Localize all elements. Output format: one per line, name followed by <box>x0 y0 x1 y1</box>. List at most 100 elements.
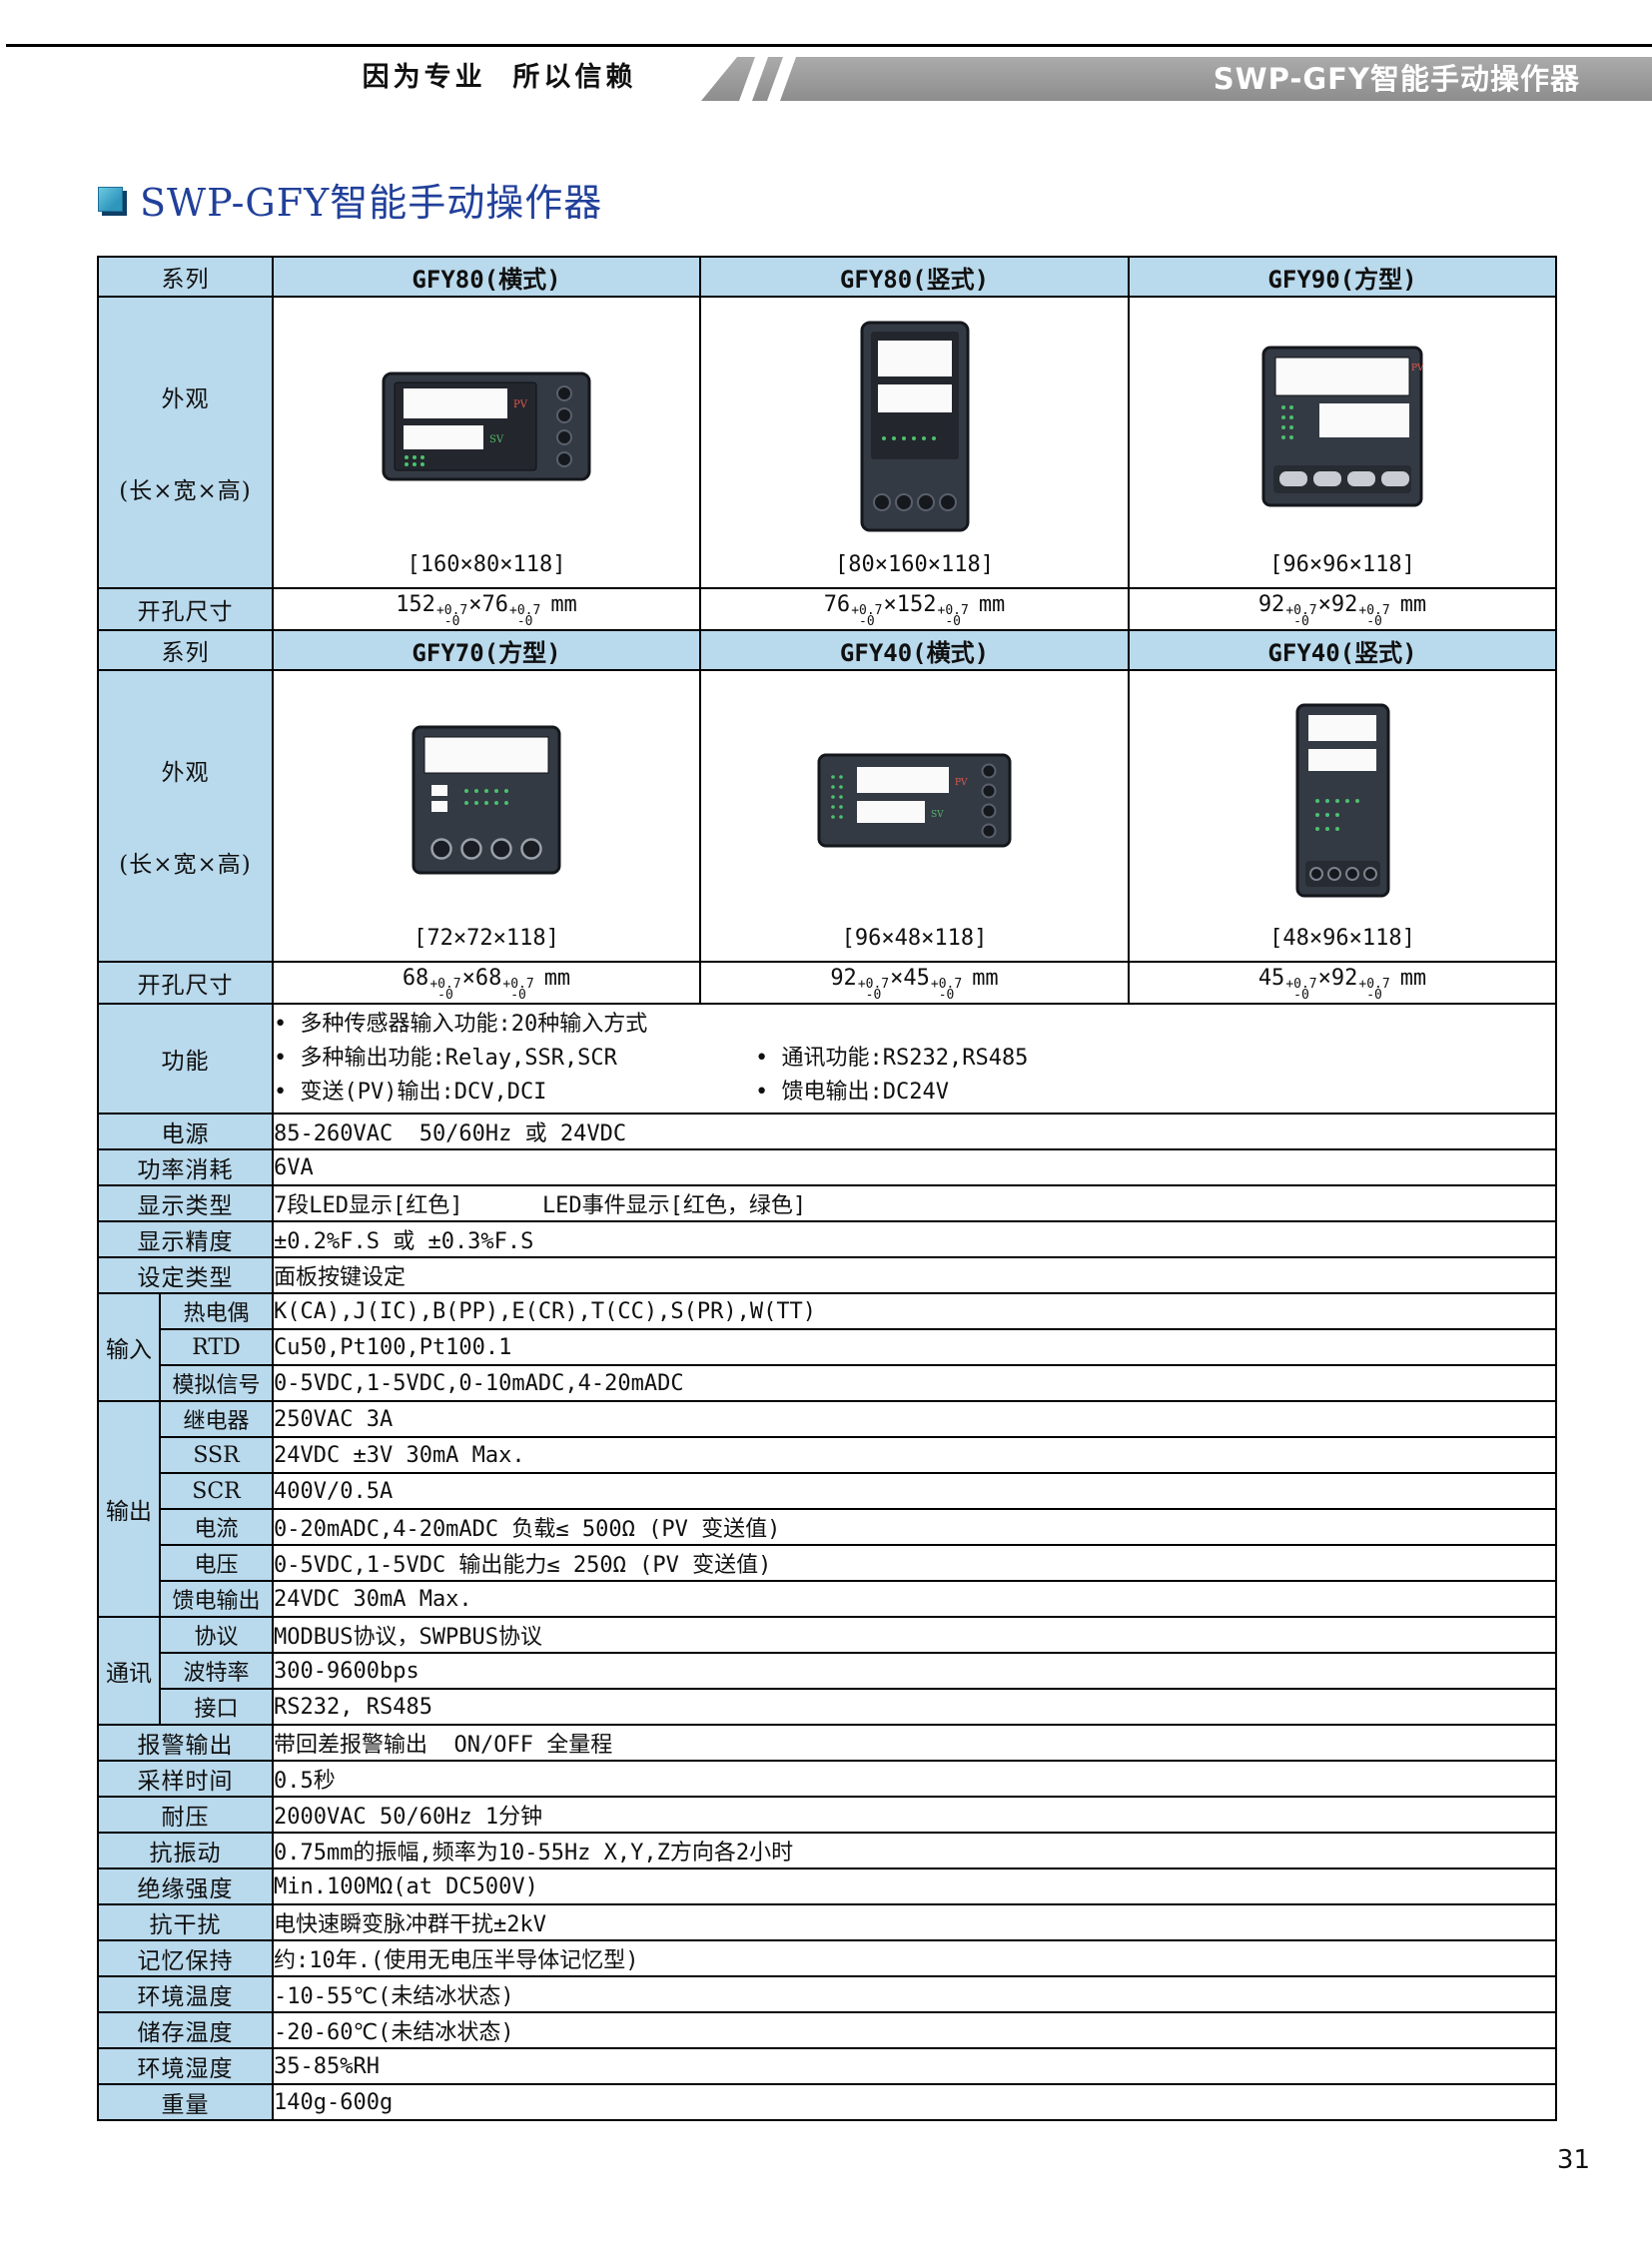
appearance-cell: [48×96×118] <box>1128 669 1557 963</box>
subrow-label: 电流 <box>159 1508 274 1546</box>
spec-label: 耐压 <box>97 1796 274 1834</box>
svg-text:PV: PV <box>955 778 968 788</box>
banner-stripe <box>765 57 798 101</box>
spec-row: 电源 85-260VAC 50/60Hz 或 24VDC <box>97 1113 1557 1150</box>
group-label-comm: 通讯 <box>97 1616 161 1726</box>
appearance-label-line1: 外观 <box>161 760 210 786</box>
group-row: SSR 24VDC ±3V 30mA Max. <box>98 1436 1557 1474</box>
feature-line: • 多种输出功能:Relay,SSR,SCR• 通讯功能:RS232,RS485 <box>274 1046 1029 1071</box>
spec-value: 面板按键设定 <box>272 1256 1557 1294</box>
spec-label: 重量 <box>97 2083 274 2121</box>
svg-text:SV: SV <box>489 434 504 445</box>
dimension-caption: [96×48×118] <box>841 926 988 951</box>
spec-value: 0-5VDC,1-5VDC,0-10mADC,4-20mADC <box>272 1364 1557 1402</box>
group-label-input: 输入 <box>97 1292 161 1402</box>
device-image-gfy80-vertical <box>702 301 1127 552</box>
spec-value: Min.100MΩ(at DC500V) <box>272 1868 1557 1905</box>
page-title: SWP-GFY智能手动操作器 <box>140 181 603 225</box>
spec-value: ±0.2%F.S 或 ±0.3%F.S <box>272 1220 1557 1258</box>
subrow-label: 模拟信号 <box>159 1364 274 1402</box>
spec-row: 显示精度 ±0.2%F.S 或 ±0.3%F.S <box>97 1220 1557 1258</box>
group-label-output: 输出 <box>97 1400 161 1618</box>
appearance-label: 外观 (长×宽×高) <box>97 669 274 963</box>
spec-row: 绝缘强度 Min.100MΩ(at DC500V) <box>97 1868 1557 1905</box>
spec-row: 记忆保持 约:10年.(使用无电压半导体记忆型) <box>97 1939 1557 1977</box>
spec-value: 85-260VAC 50/60Hz 或 24VDC <box>272 1113 1557 1150</box>
series-gfy70-square: GFY70(方型) <box>272 629 701 671</box>
appearance-label: 外观 (长×宽×高) <box>97 296 274 589</box>
spec-label: 采样时间 <box>97 1760 274 1798</box>
svg-text:SV: SV <box>931 810 944 820</box>
spec-label: 抗干扰 <box>97 1903 274 1941</box>
spec-value: 400V/0.5A <box>272 1472 1557 1510</box>
spec-value: MODBUS协议，SWPBUS协议 <box>272 1616 1557 1654</box>
spec-value: -10-55℃(未结冰状态) <box>272 1975 1557 2013</box>
group-row: 输入 热电偶 K(CA),J(IC),B(PP),E(CR),T(CC),S(P… <box>97 1292 1557 1402</box>
spec-value: 带回差报警输出 ON/OFF 全量程 <box>272 1724 1557 1762</box>
device-image-gfy80-horizontal: PV SV <box>275 301 698 552</box>
device-image-gfy90-square: PV <box>1131 301 1554 552</box>
spec-row: 环境湿度 35-85%RH <box>97 2047 1557 2085</box>
appearance-cell: [80×160×118] <box>699 296 1130 589</box>
subrow-label: RTD <box>159 1328 274 1366</box>
group-row: RTD Cu50,Pt100,Pt100.1 <box>98 1328 1557 1366</box>
spec-value: 电快速瞬变脉冲群干扰±2kV <box>272 1903 1557 1941</box>
group-row: 模拟信号 0-5VDC,1-5VDC,0-10mADC,4-20mADC <box>98 1364 1557 1402</box>
spec-label: 环境湿度 <box>97 2047 274 2085</box>
subrow-label: 协议 <box>159 1616 274 1654</box>
spec-label: 设定类型 <box>97 1256 274 1294</box>
features-cell: • 多种传感器输入功能:20种输入方式 • 多种输出功能:Relay,SSR,S… <box>272 1003 1557 1115</box>
appearance-row-1: 外观 (长×宽×高) PV SV <box>97 296 1557 589</box>
spec-value: 0.75mm的振幅,频率为10-55Hz X,Y,Z方向各2小时 <box>272 1832 1557 1869</box>
series-gfy40-vertical: GFY40(竖式) <box>1128 629 1557 671</box>
top-rule <box>6 44 1652 47</box>
dimension-caption: [96×96×118] <box>1269 552 1415 577</box>
appearance-label-line2: (长×宽×高) <box>119 852 252 878</box>
header-banner: SWP-GFY智能手动操作器 <box>701 57 1652 101</box>
spec-value: 0-20mADC,4-20mADC 负载≤ 500Ω (PV 变送值) <box>272 1508 1557 1546</box>
spec-row: 显示类型 7段LED显示[红色] LED事件显示[红色，绿色] <box>97 1184 1557 1222</box>
group-row: 电流 0-20mADC,4-20mADC 负载≤ 500Ω (PV 变送值) <box>98 1508 1557 1546</box>
spec-table: 系列 GFY80(横式) GFY80(竖式) GFY90(方型) 外观 (长×宽… <box>97 256 1557 2121</box>
group-row: SCR 400V/0.5A <box>98 1472 1557 1510</box>
spec-value: 2000VAC 50/60Hz 1分钟 <box>272 1796 1557 1834</box>
device-image-gfy70-square <box>275 674 698 926</box>
spec-value: 0.5秒 <box>272 1760 1557 1798</box>
spec-label: 抗振动 <box>97 1832 274 1869</box>
page-header: 因为专业 所以信赖 SWP-GFY智能手动操作器 <box>0 55 1652 101</box>
spec-value: Cu50,Pt100,Pt100.1 <box>272 1328 1557 1366</box>
spec-value: -20-60℃(未结冰状态) <box>272 2011 1557 2049</box>
subrow-label: 波特率 <box>159 1652 274 1690</box>
header-slogan: 因为专业 所以信赖 <box>362 62 637 93</box>
series-gfy80-vertical: GFY80(竖式) <box>699 256 1130 298</box>
series-gfy90-square: GFY90(方型) <box>1128 256 1557 298</box>
spec-value: 24VDC ±3V 30mA Max. <box>272 1436 1557 1474</box>
features-row: 功能 • 多种传感器输入功能:20种输入方式 • 多种输出功能:Relay,SS… <box>97 1003 1557 1115</box>
spec-label: 显示精度 <box>97 1220 274 1258</box>
spec-value: 0-5VDC,1-5VDC 输出能力≤ 250Ω (PV 变送值) <box>272 1544 1557 1582</box>
series-row-2: 系列 GFY70(方型) GFY40(横式) GFY40(竖式) <box>97 629 1557 671</box>
group-row: 电压 0-5VDC,1-5VDC 输出能力≤ 250Ω (PV 变送值) <box>98 1544 1557 1582</box>
feature-line: • 多种传感器输入功能:20种输入方式 <box>274 1012 648 1037</box>
spec-value: 35-85%RH <box>272 2047 1557 2085</box>
page-number: 31 <box>1556 2145 1590 2175</box>
dimension-caption: [72×72×118] <box>413 926 559 951</box>
spec-value: 7段LED显示[红色] LED事件显示[红色，绿色] <box>272 1184 1557 1222</box>
series-row-1: 系列 GFY80(横式) GFY80(竖式) GFY90(方型) <box>97 256 1557 298</box>
subrow-label: SCR <box>159 1472 274 1510</box>
spec-value: K(CA),J(IC),B(PP),E(CR),T(CC),S(PR),W(TT… <box>272 1292 1557 1330</box>
spec-value: 24VDC 30mA Max. <box>272 1580 1557 1618</box>
header-product-name: SWP-GFY智能手动操作器 <box>1213 62 1580 96</box>
cutout-label: 开孔尺寸 <box>97 587 274 631</box>
appearance-label-line2: (长×宽×高) <box>119 478 252 504</box>
subrow-label: 接口 <box>159 1688 274 1726</box>
series-label: 系列 <box>97 256 274 298</box>
title-bullet-icon <box>98 187 123 212</box>
spec-value: 6VA <box>272 1148 1557 1186</box>
